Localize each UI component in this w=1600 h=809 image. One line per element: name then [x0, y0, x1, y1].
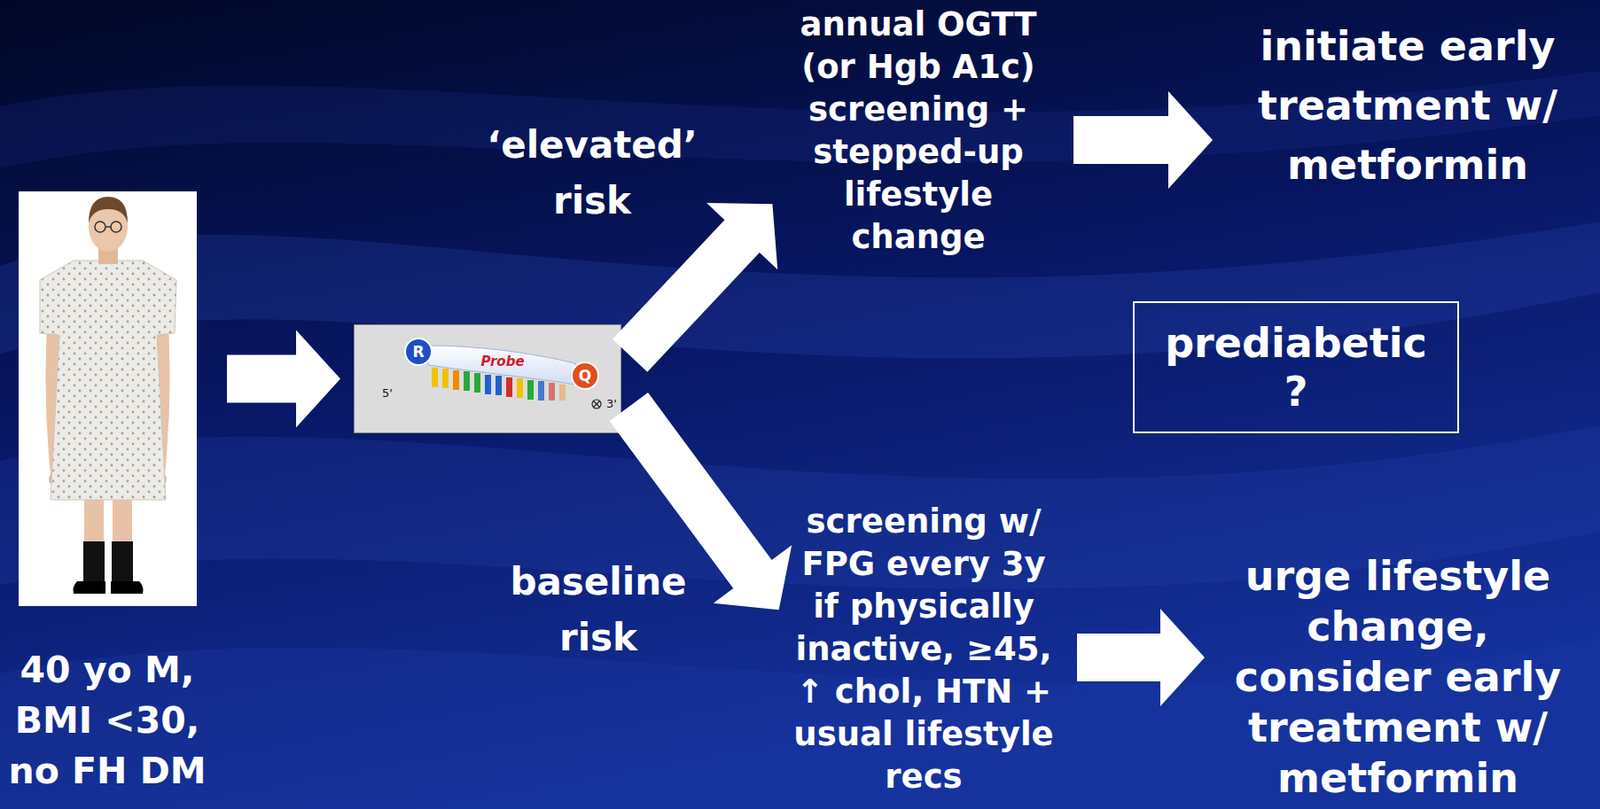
edge-label-holder: ‘elevated’ risk	[476, 117, 708, 229]
shoe	[73, 581, 107, 594]
probe-label-holder: Probe	[480, 354, 524, 370]
photo-space	[0, 191, 214, 646]
probe-label-holder: R	[412, 343, 424, 361]
edge-label: ‘elevated’ risk	[476, 117, 708, 229]
probe-label: R	[412, 343, 424, 361]
hair	[88, 196, 128, 224]
base-teeth	[431, 367, 566, 401]
edge-label-holder: baseline risk	[483, 554, 714, 666]
outcome-text: urge lifestyle change, consider early tr…	[1220, 551, 1576, 804]
probe-label-holder: 5'	[382, 387, 393, 400]
block-arrow	[1073, 91, 1213, 189]
probe-label-holder: Q	[578, 367, 592, 385]
node-text: prediabetic ?	[1158, 319, 1434, 417]
patient-photo	[18, 191, 197, 607]
circled-x-symbol	[592, 399, 601, 409]
process-text: annual OGTT (or Hgb A1c) screening + ste…	[780, 3, 1056, 259]
hospital-gown	[39, 260, 177, 500]
reporter-dye	[405, 338, 432, 366]
probe-figure: R ProbeQ 5' 3'	[353, 324, 622, 434]
outcome-text: initiate early treatment w/ metformin	[1230, 16, 1585, 196]
node-text: urge lifestyle change, consider early tr…	[1220, 551, 1576, 804]
node-text: 40 yo M, BMI <30, no FH DM	[0, 645, 214, 797]
patient-caption: 40 yo M, BMI <30, no FH DM	[0, 191, 214, 797]
sock	[83, 541, 105, 586]
probe-label: Probe	[480, 354, 524, 370]
shoe	[110, 581, 144, 594]
probe-label: Q	[578, 367, 592, 385]
node-text: initiate early treatment w/ metformin	[1230, 16, 1585, 196]
node-text: annual OGTT (or Hgb A1c) screening + ste…	[780, 3, 1056, 259]
edge-label: baseline risk	[483, 554, 714, 666]
probe-label: 5'	[382, 387, 393, 400]
process-text: screening w/ FPG every 3y if physically …	[786, 500, 1062, 799]
block-arrow	[1077, 608, 1205, 707]
node-text: screening w/ FPG every 3y if physically …	[786, 500, 1062, 799]
photo-ground	[18, 191, 197, 607]
probe-panel	[354, 325, 622, 434]
block-arrow	[226, 330, 341, 429]
probe-label: 3'	[606, 398, 617, 411]
block-arrow	[612, 202, 778, 373]
probe-label-holder: 3'	[606, 398, 617, 411]
sock	[111, 541, 133, 586]
question-box: prediabetic ?	[1132, 301, 1460, 434]
quencher-dye	[571, 362, 599, 390]
glasses	[94, 221, 122, 233]
block-arrow	[609, 392, 793, 610]
